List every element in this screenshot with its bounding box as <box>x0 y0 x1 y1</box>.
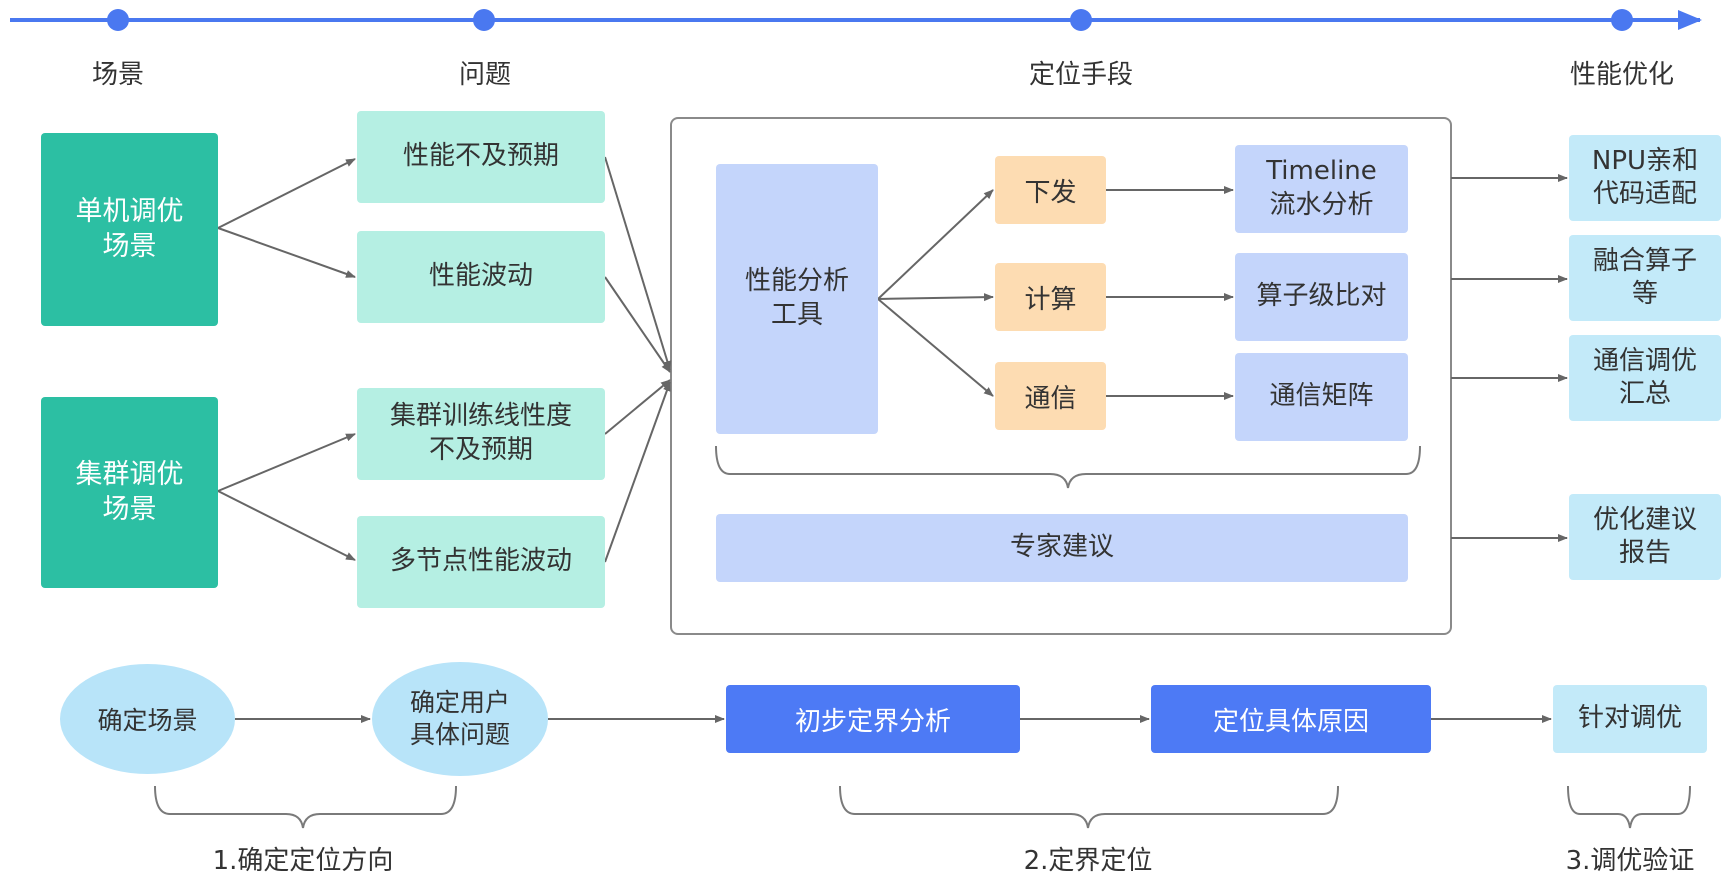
arrow-p2-container <box>604 276 671 373</box>
opt-npu-affinity: NPU亲和 代码适配 <box>1569 135 1721 221</box>
brace-methods <box>715 445 1421 489</box>
arrow-cluster-p3 <box>217 433 356 492</box>
category-dispatch: 下发 <box>995 156 1106 224</box>
opt-comm-tuning: 通信调优 汇总 <box>1569 335 1721 421</box>
problem-multinode-fluctuation: 多节点性能波动 <box>357 516 605 608</box>
arrow-tool-communicate <box>877 298 994 397</box>
arrow-p1-container <box>604 156 672 371</box>
header-scene: 场景 <box>91 60 144 90</box>
timeline-dot-scene <box>107 9 129 31</box>
arrow-cluster-p4 <box>217 490 356 561</box>
brace-phase2 <box>839 785 1339 829</box>
arrow-single-p1 <box>217 158 356 229</box>
flow-confirm-scene: 确定场景 <box>60 664 235 774</box>
brace-phase1 <box>154 785 457 829</box>
arrow-p4-container <box>604 381 671 563</box>
problem-cluster-linearity: 集群训练线性度 不及预期 <box>357 388 605 480</box>
method-profiler-tool: 性能分析 工具 <box>716 164 878 434</box>
flow-preliminary-analysis: 初步定界分析 <box>726 685 1020 753</box>
brace-phase3 <box>1567 785 1691 829</box>
analysis-operator-compare: 算子级比对 <box>1235 253 1408 341</box>
arrow-single-p2 <box>217 227 356 278</box>
flow-locate-cause: 定位具体原因 <box>1151 685 1431 753</box>
analysis-comm-matrix: 通信矩阵 <box>1235 353 1408 441</box>
expert-advice: 专家建议 <box>716 514 1408 582</box>
problem-fluctuation: 性能波动 <box>357 231 605 323</box>
timeline-dot-problem <box>473 9 495 31</box>
flow-targeted-tuning: 针对调优 <box>1553 685 1707 753</box>
phase-1-label: 1.确定定位方向 <box>212 846 394 876</box>
method-container <box>670 117 1452 635</box>
header-optimize: 性能优化 <box>1569 60 1674 90</box>
opt-fused-operators: 融合算子 等 <box>1569 235 1721 321</box>
header-method: 定位手段 <box>1028 60 1133 90</box>
opt-advice-report: 优化建议 报告 <box>1569 494 1721 580</box>
flow-confirm-problem: 确定用户 具体问题 <box>372 662 548 776</box>
arrow-tool-compute <box>877 293 994 302</box>
timeline-dot-optimize <box>1611 9 1633 31</box>
category-communicate: 通信 <box>995 362 1106 430</box>
header-problem: 问题 <box>458 60 511 90</box>
phase-3-label: 3.调优验证 <box>1565 846 1695 876</box>
problem-below-expectation: 性能不及预期 <box>357 111 605 203</box>
arrow-tool-dispatch <box>877 189 994 300</box>
scene-single: 单机调优 场景 <box>41 133 218 326</box>
phase-2-label: 2.定界定位 <box>1023 846 1153 876</box>
category-compute: 计算 <box>995 263 1106 331</box>
scene-cluster: 集群调优 场景 <box>41 397 218 588</box>
timeline-dot-method <box>1070 9 1092 31</box>
analysis-timeline: Timeline 流水分析 <box>1235 145 1408 233</box>
arrow-p3-container <box>604 379 671 435</box>
